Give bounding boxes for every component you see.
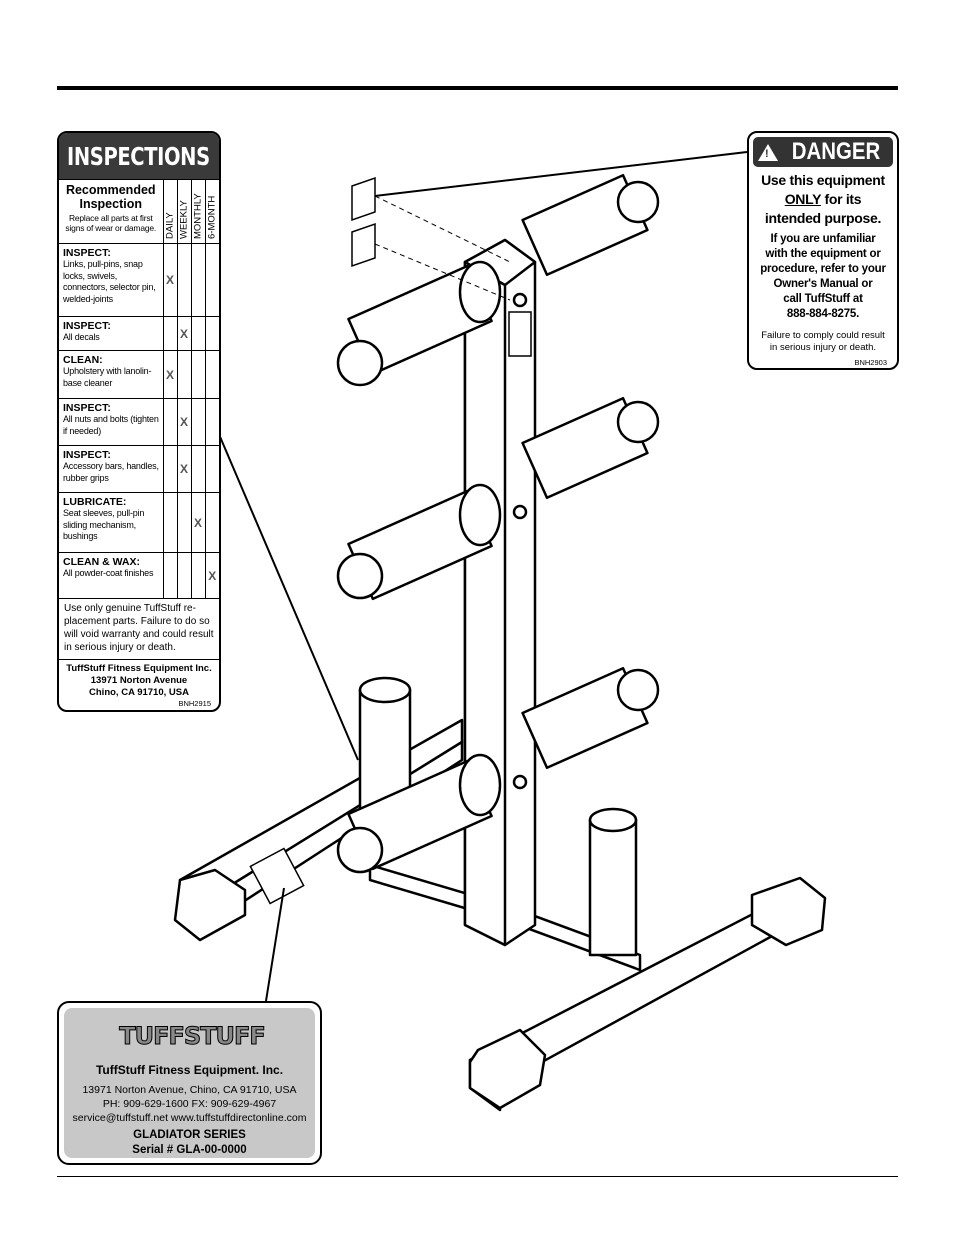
inspections-code: BNH2915 — [178, 699, 211, 708]
inspections-title: INSPECTIONS — [59, 133, 219, 179]
check-mark: X — [176, 398, 192, 446]
col-weekly: WEEKLY — [176, 179, 192, 244]
inspection-row: INSPECT:Links, pull-pins, snap locks, sw… — [59, 243, 164, 317]
check-mark: X — [176, 445, 192, 493]
danger-header: ! DANGER — [753, 137, 893, 167]
check-mark: X — [176, 316, 192, 351]
danger-main-text: Use this equipment ONLY for its intended… — [761, 172, 885, 226]
check-mark: X — [162, 243, 178, 317]
col-6-month: 6-MONTH — [204, 179, 219, 244]
check-mark: X — [162, 350, 178, 399]
check-mark: X — [190, 492, 206, 553]
serial-series: GLADIATOR SERIES Serial # GLA-00-0000 — [64, 1128, 315, 1158]
genuine-parts-note: Use only genuine TuffStuff re-placement … — [59, 599, 219, 660]
danger-decal: ! DANGER Use this equipment ONLY for its… — [747, 131, 899, 370]
inspection-table: Recommended Inspection Replace all parts… — [59, 179, 219, 599]
serial-number: Serial # GLA-00-0000 — [132, 1144, 247, 1156]
top-rule — [57, 86, 898, 90]
serial-decal: TUFFSTUFF TuffStuff Fitness Equipment. I… — [57, 1001, 322, 1165]
bottom-rule — [57, 1176, 898, 1177]
check-mark: X — [204, 552, 219, 599]
svg-text:TUFFSTUFF: TUFFSTUFF — [119, 1022, 265, 1050]
danger-code: BNH2903 — [854, 358, 887, 367]
tuffstuff-logo: TUFFSTUFF — [119, 1022, 267, 1051]
inspection-row: INSPECT:All decals — [59, 316, 164, 351]
warning-triangle-icon: ! — [757, 143, 778, 161]
col-monthly: MONTHLY — [190, 179, 206, 244]
recommended-inspection-header: Recommended Inspection Replace all parts… — [59, 179, 164, 244]
inspection-row: INSPECT:Accessory bars, handles, rubber … — [59, 445, 164, 493]
danger-sub-text: If you are unfamiliar with the equipment… — [760, 233, 886, 320]
col-daily: DAILY — [162, 179, 178, 244]
inspections-address: TuffStuff Fitness Equipment Inc. 13971 N… — [66, 663, 212, 698]
inspection-row: CLEAN:Upholstery with lanolin-base clean… — [59, 350, 164, 399]
inspection-row: CLEAN & WAX:All powder-coat finishes — [59, 552, 164, 599]
danger-footer: Failure to comply could result in seriou… — [761, 330, 885, 353]
serial-company: TuffStuff Fitness Equipment. Inc. — [95, 1063, 284, 1077]
danger-title: DANGER — [791, 138, 881, 165]
inspection-row: LUBRICATE:Seat sleeves, pull-pin sliding… — [59, 492, 164, 553]
inspections-decal: INSPECTIONS Recommended Inspection Repla… — [57, 131, 221, 712]
serial-contact: 13971 Norton Avenue, Chino, CA 91710, US… — [72, 1084, 307, 1124]
inspection-row: INSPECT:All nuts and bolts (tighten if n… — [59, 398, 164, 446]
